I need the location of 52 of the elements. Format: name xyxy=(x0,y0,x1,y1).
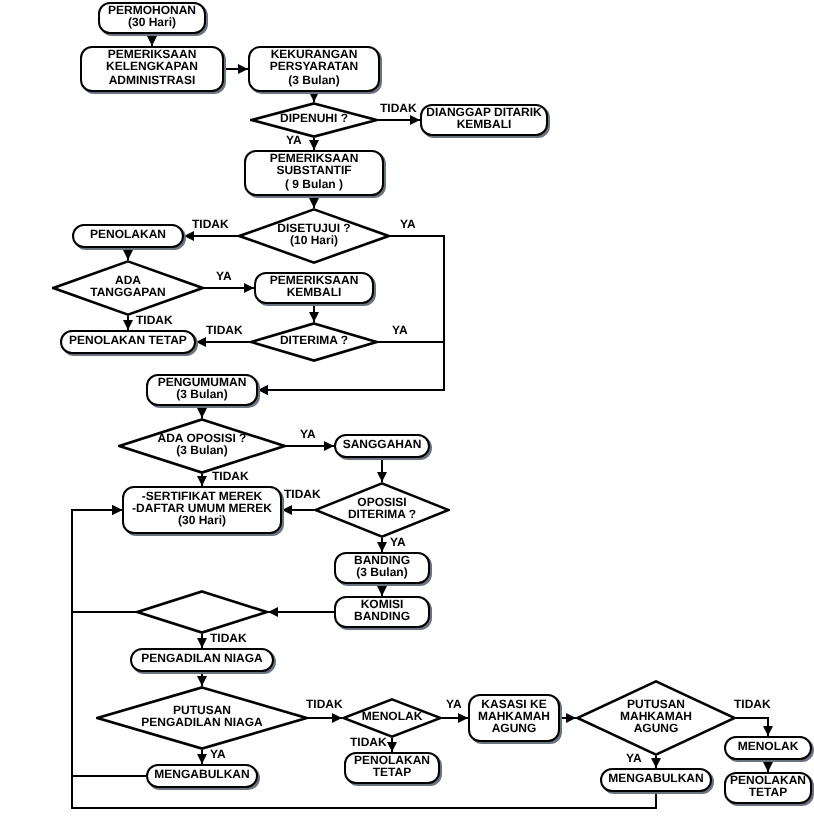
process-box xyxy=(334,596,430,628)
process-box xyxy=(420,104,548,136)
flow-arrow xyxy=(387,737,397,753)
flow-arrow xyxy=(123,315,133,331)
flow-arrow xyxy=(197,473,207,487)
process-box xyxy=(724,736,812,760)
flow-arrow xyxy=(763,759,773,773)
process-box xyxy=(60,330,196,354)
flow-arrow xyxy=(147,33,157,47)
process-box xyxy=(724,772,812,804)
process-box xyxy=(80,46,224,92)
process-box xyxy=(98,2,206,34)
flow-arrow xyxy=(195,337,251,347)
flow-arrow xyxy=(735,717,773,737)
process-box xyxy=(146,374,258,406)
flow-arrow xyxy=(267,607,335,617)
flow-arrow xyxy=(203,283,255,293)
process-box xyxy=(130,648,274,672)
flow-arrow xyxy=(197,671,207,687)
flow-arrow xyxy=(441,713,469,723)
process-box xyxy=(344,752,440,784)
flow-arrow xyxy=(223,64,249,74)
process-box xyxy=(254,272,374,304)
flow-arrow xyxy=(651,755,661,769)
process-box xyxy=(468,694,560,742)
flow-arrow xyxy=(285,441,335,451)
flow-arrow xyxy=(309,195,319,209)
process-box xyxy=(248,46,380,92)
flow-arrow xyxy=(377,115,421,125)
flow-arrow xyxy=(123,247,133,261)
flow-arrow xyxy=(377,457,387,483)
flow-arrow xyxy=(197,749,207,765)
process-box xyxy=(334,434,430,458)
flow-arrow xyxy=(377,583,387,597)
flow-arrow xyxy=(309,137,319,151)
process-box xyxy=(334,552,430,584)
process-box xyxy=(244,150,384,196)
process-box xyxy=(122,486,282,534)
flow-arrow xyxy=(309,91,319,103)
flow-arrow xyxy=(281,505,315,515)
flow-arrow xyxy=(183,231,239,241)
flow-arrow xyxy=(559,713,577,723)
flow-arrow xyxy=(257,341,445,395)
process-box xyxy=(600,768,712,792)
flow-arrow xyxy=(309,303,319,323)
flow-arrow xyxy=(71,505,657,809)
flow-arrow xyxy=(307,713,343,723)
flow-arrow xyxy=(197,405,207,419)
flow-arrow xyxy=(377,537,387,553)
flow-arrow xyxy=(197,633,207,649)
process-box xyxy=(146,764,258,788)
process-box xyxy=(72,224,184,248)
